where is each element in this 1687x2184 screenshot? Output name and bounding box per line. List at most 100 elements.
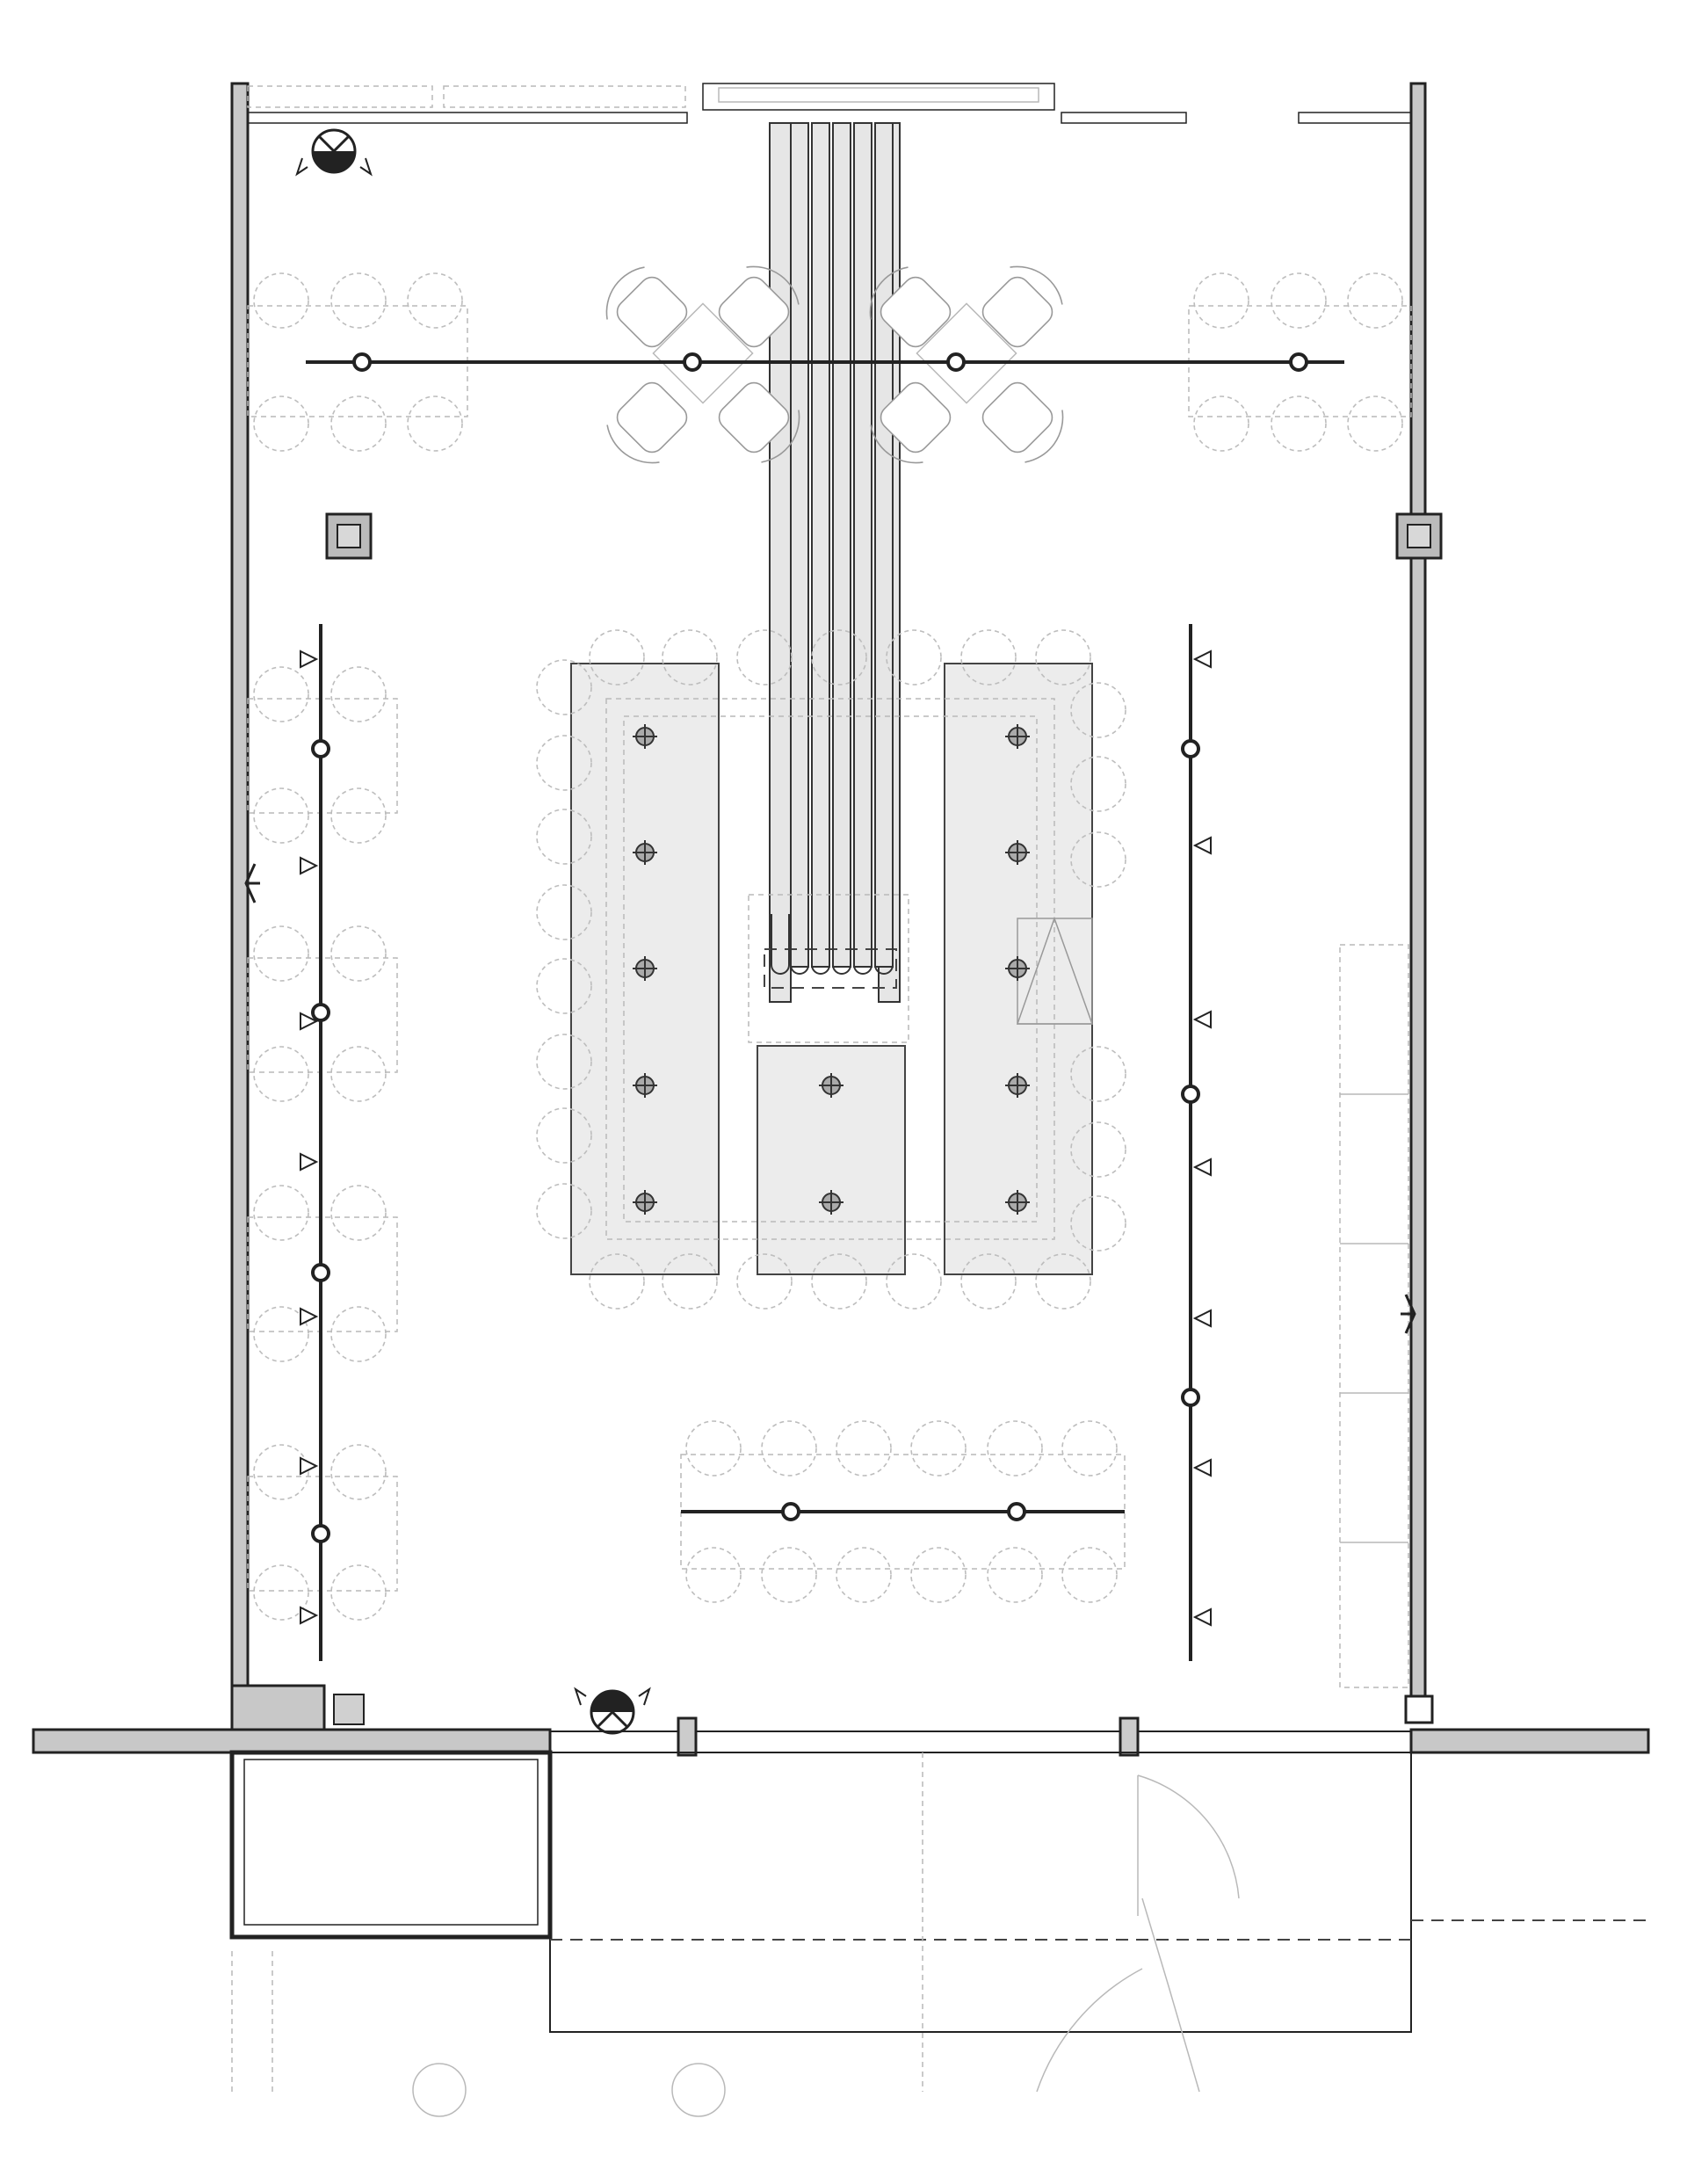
light-fixture-icon <box>574 1687 651 1735</box>
column-icon <box>333 1694 365 1725</box>
stool-icon <box>1070 831 1126 888</box>
stool-icon <box>330 925 387 982</box>
lounge-chair-icon <box>606 381 688 464</box>
lounge-chair-icon <box>718 265 800 348</box>
track-rails <box>300 352 1344 1661</box>
track-node-icon <box>1181 1085 1200 1104</box>
stool-icon <box>1070 1121 1126 1178</box>
wall-sconce-icon <box>244 863 260 903</box>
stool-icon <box>910 1420 967 1477</box>
stool-icon <box>1193 272 1249 329</box>
stool-icon <box>536 809 592 865</box>
stool-icon <box>253 1306 309 1362</box>
top-window-inner <box>718 87 1039 103</box>
spotlight-icon <box>1192 1157 1212 1177</box>
stool-icon <box>253 1444 309 1500</box>
stools <box>253 272 1403 1621</box>
stool-icon <box>836 1420 892 1477</box>
duct-4 <box>853 122 872 968</box>
track-node-icon <box>683 352 702 372</box>
stool-icon <box>589 1253 645 1310</box>
stool-icon <box>1035 1253 1091 1310</box>
track-node-icon <box>311 1263 330 1282</box>
stool-icon <box>330 272 387 329</box>
table-group-outline <box>605 698 1055 1240</box>
duct-5 <box>874 122 894 968</box>
stool-icon <box>960 629 1017 686</box>
stool-icon <box>330 666 387 722</box>
spotlight-icon <box>300 1307 319 1326</box>
door-post <box>677 1716 698 1757</box>
lounge-chair-icon <box>870 381 952 464</box>
spotlight-icon <box>300 649 319 669</box>
lounge-chair-icon <box>605 266 688 348</box>
stool-icon <box>536 1034 592 1090</box>
stool-icon <box>736 629 793 686</box>
stool-icon <box>736 1253 793 1310</box>
stool-icon <box>886 629 942 686</box>
central-tables <box>570 663 1094 1275</box>
stool-icon <box>536 958 592 1014</box>
stool-icon <box>536 884 592 940</box>
walls <box>32 82 1650 1754</box>
stool-icon <box>1193 395 1249 452</box>
stool-icon <box>836 1547 892 1603</box>
pendant-light-icon <box>633 1073 657 1098</box>
stool-icon <box>253 1185 309 1241</box>
stool-icon <box>1271 395 1327 452</box>
stool-icon <box>1061 1420 1118 1477</box>
lounge-chair-icon <box>981 265 1063 348</box>
bottom-wall-right <box>1409 1728 1650 1754</box>
pendant-light-icon <box>1005 1073 1030 1098</box>
pendant-light-icon <box>633 1190 657 1215</box>
spotlight-icon <box>300 856 319 875</box>
lounge-chair-icon <box>869 266 952 348</box>
stool-icon <box>685 1420 742 1477</box>
pendant-lights <box>633 724 1030 1215</box>
track-node-icon <box>1007 1502 1026 1521</box>
stool-icon <box>330 1444 387 1500</box>
lower-slab <box>549 1752 1412 2033</box>
vestibule <box>229 1750 553 1940</box>
stool-icon <box>1347 272 1403 329</box>
door-swing-icon <box>1036 1897 1200 2093</box>
top-planter-left <box>247 85 433 108</box>
light-fixture-icon <box>295 128 373 177</box>
top-planter-mid <box>443 85 686 108</box>
stool-icon <box>407 395 463 452</box>
table-group-outline-inner <box>623 715 1038 1223</box>
column-icon <box>1407 524 1431 548</box>
top-wall-segment-3 <box>1298 112 1412 124</box>
bottom-left-wall <box>230 1684 326 1736</box>
top-wall-segment-2 <box>1061 112 1187 124</box>
spotlight-icon <box>300 1152 319 1172</box>
pendant-light-icon <box>1005 724 1030 749</box>
column-icon <box>1404 1694 1434 1724</box>
stool-icon <box>1347 395 1403 452</box>
entrance-area <box>229 1716 1648 2117</box>
stool-icon <box>1271 272 1327 329</box>
spotlight-icon <box>1192 1309 1212 1328</box>
lounge-chair-icon <box>981 381 1064 463</box>
bottom-wall-left <box>32 1728 552 1754</box>
stool-icon <box>253 272 309 329</box>
pendant-light-icon <box>1005 1190 1030 1215</box>
pendant-light-icon <box>819 1190 844 1215</box>
track-node-icon <box>946 352 966 372</box>
stool-icon <box>253 1564 309 1621</box>
stool-icon <box>536 1183 592 1239</box>
pendant-light-icon <box>819 1073 844 1098</box>
stool-icon <box>253 395 309 452</box>
stool-icon <box>960 1253 1017 1310</box>
stool-icon <box>330 1564 387 1621</box>
stool-icon <box>1070 682 1126 738</box>
top-wall-segment-1 <box>247 112 688 124</box>
stool-icon <box>330 787 387 844</box>
spotlight-icon <box>1192 1607 1212 1627</box>
track-node-icon <box>352 352 372 372</box>
column-icon <box>337 524 361 548</box>
left-wall <box>230 82 250 1720</box>
lounge-chairs <box>605 265 1064 464</box>
spotlight-icon <box>300 1456 319 1476</box>
